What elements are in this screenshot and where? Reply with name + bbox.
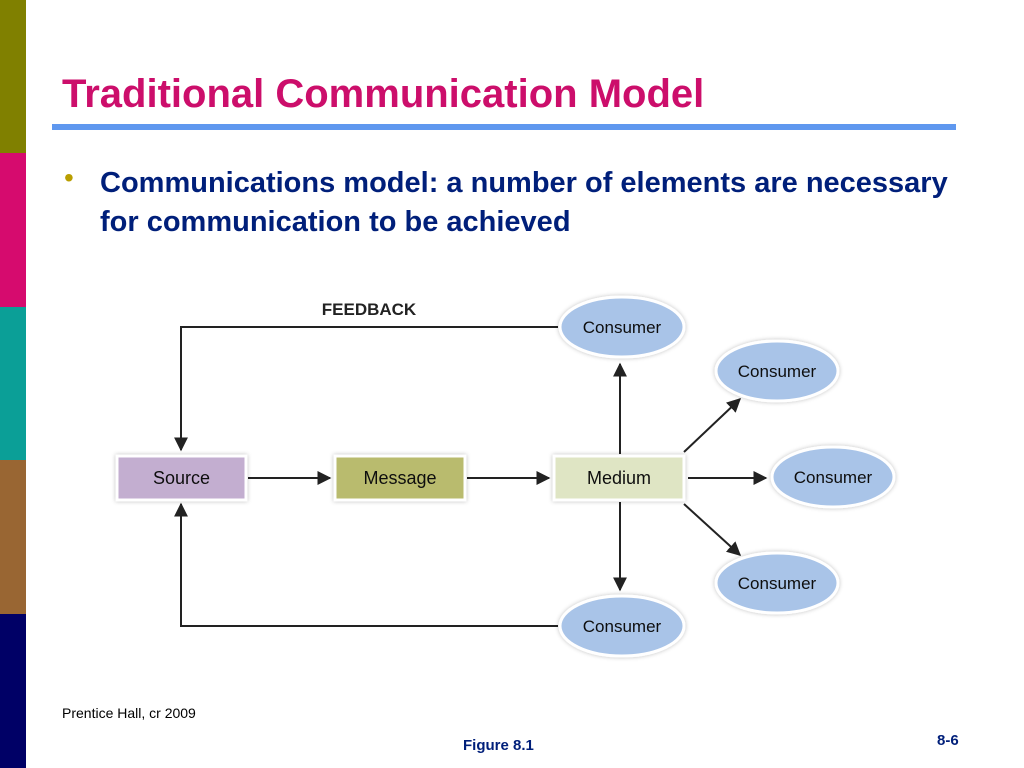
message-label: Message xyxy=(363,468,436,488)
bullet-dot: • xyxy=(64,162,74,193)
arrow-medium-to-upper-right-consumer xyxy=(683,398,742,453)
bullet-text: Communications model: a number of elemen… xyxy=(100,167,948,238)
consumer-right-ellipse xyxy=(770,445,896,509)
decorative-side-stripes xyxy=(0,0,26,768)
consumer-top-ellipse xyxy=(558,295,686,359)
title-underline xyxy=(52,124,956,130)
slide-title: Traditional Communication Model xyxy=(62,72,705,116)
consumer-bottom-node: Consumer xyxy=(558,594,686,658)
medium-node: Medium xyxy=(552,454,686,502)
consumer-bottom-ellipse xyxy=(558,594,686,658)
consumer-upper-right-node: Consumer xyxy=(714,339,840,403)
consumer-right-node: Consumer xyxy=(770,445,896,509)
consumer-top-label: Consumer xyxy=(583,318,662,337)
consumer-lower-right-ellipse xyxy=(714,551,840,615)
medium-box xyxy=(552,454,686,502)
feedback-line-bottom xyxy=(174,502,558,627)
figure-label: Figure 8.1 xyxy=(463,737,534,754)
message-box xyxy=(333,454,467,502)
consumer-lower-right-label: Consumer xyxy=(738,574,817,593)
feedback-line-top xyxy=(174,326,558,452)
stripe-navy xyxy=(0,614,26,768)
stripe-teal xyxy=(0,307,26,460)
medium-label: Medium xyxy=(587,468,651,488)
message-node: Message xyxy=(333,454,467,502)
source-box xyxy=(115,454,248,502)
consumer-bottom-label: Consumer xyxy=(583,617,662,636)
consumer-top-node: Consumer xyxy=(558,295,686,359)
feedback-label: FEEDBACK xyxy=(322,300,417,319)
source-label: Source xyxy=(153,468,210,488)
stripe-magenta xyxy=(0,153,26,307)
page-number: 8-6 xyxy=(937,732,959,749)
consumer-upper-right-ellipse xyxy=(714,339,840,403)
source-node: Source xyxy=(115,454,248,502)
credit-text: Prentice Hall, cr 2009 xyxy=(62,705,196,721)
arrow-medium-to-lower-right-consumer xyxy=(683,503,742,556)
consumer-right-label: Consumer xyxy=(794,468,873,487)
stripe-brown xyxy=(0,460,26,614)
consumer-lower-right-node: Consumer xyxy=(714,551,840,615)
stripe-olive xyxy=(0,0,26,153)
consumer-upper-right-label: Consumer xyxy=(738,362,817,381)
